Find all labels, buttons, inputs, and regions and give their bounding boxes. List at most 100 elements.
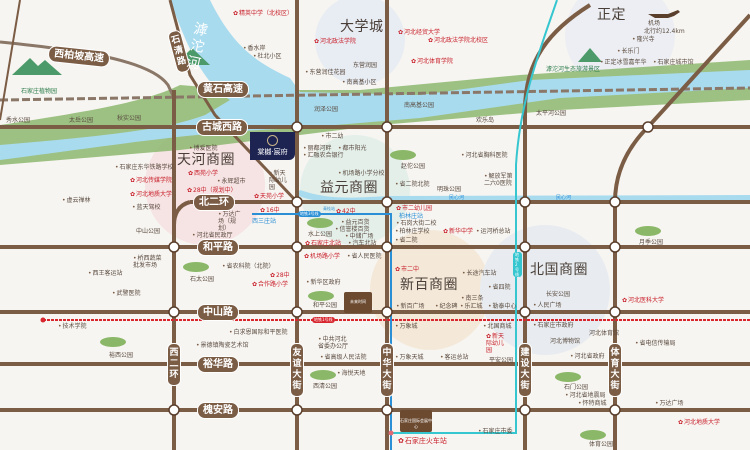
poi-label[interactable]: 南高基小区 <box>342 79 377 86</box>
poi-label[interactable]: 新天际幼儿园 <box>269 170 289 191</box>
poi-label[interactable]: 机场路小学分校 <box>338 170 385 177</box>
poi-label[interactable]: 中山公园 <box>136 228 161 235</box>
poi-label[interactable]: 正定冰雪嘉年华 <box>600 59 647 66</box>
poi-label[interactable]: 机场路小学 <box>304 253 340 260</box>
poi-label[interactable]: 润泽公园 <box>314 106 339 113</box>
poi-label[interactable]: 万象天城 <box>395 354 424 361</box>
poi-label[interactable]: 益元百货 <box>341 219 370 226</box>
poi-label[interactable]: 新华区政府 <box>306 279 341 286</box>
poi-label[interactable]: 28中 <box>270 272 290 279</box>
poi-label[interactable]: 解放军第二六0医院 <box>484 173 514 187</box>
poi-label[interactable]: 景德镇陶瓷艺术馆 <box>196 342 249 349</box>
poi-label[interactable]: 北国商城 <box>483 323 512 330</box>
poi-label[interactable]: 杜北小区 <box>253 53 282 60</box>
poi-label[interactable]: 东营润园 <box>353 62 378 69</box>
poi-label[interactable]: 技术学院 <box>58 323 87 330</box>
poi-label[interactable]: 西王客运站 <box>88 270 123 277</box>
poi-label[interactable]: 隆兴寺 <box>632 36 655 43</box>
poi-label[interactable]: 南高基公园 <box>404 102 435 109</box>
poi-label[interactable]: 河北经贸大学 <box>398 29 440 36</box>
poi-label[interactable]: 信誉楼百货 <box>335 226 370 233</box>
poi-label[interactable]: 虚云禅林 <box>62 197 91 204</box>
poi-label[interactable]: 香水岸 <box>243 45 266 52</box>
poi-label[interactable]: 省人民医院 <box>347 253 382 260</box>
poi-label[interactable]: 新华中学 <box>443 228 473 235</box>
poi-label[interactable]: 桥西蔬菜批发市场 <box>133 255 163 269</box>
poi-label[interactable]: 武警医院 <box>112 290 141 297</box>
poi-label[interactable]: 欢乐岛 <box>476 117 495 124</box>
poi-label[interactable]: 石家庄市委 <box>478 428 513 435</box>
poi-label[interactable]: 万象城 <box>395 323 418 330</box>
poi-label[interactable]: 石家庄植物园 <box>21 88 58 95</box>
poi-label[interactable]: 市二幼儿园 <box>396 205 432 212</box>
poi-label[interactable]: 客运总站 <box>440 354 469 361</box>
project-marker[interactable]: 棠樾·宸府 <box>250 132 295 160</box>
poi-label[interactable]: 省高级人民法院 <box>320 354 367 361</box>
poi-label[interactable]: 长安公园 <box>546 291 571 298</box>
poi-label[interactable]: 天苑小学 <box>254 193 284 200</box>
poi-label[interactable]: 河北省地震局 <box>565 392 606 399</box>
poi-label[interactable]: 合作路小学 <box>252 281 288 288</box>
poi-label[interactable]: 体育公园 <box>589 441 614 448</box>
poi-label[interactable]: 石家庄北站 <box>305 240 341 247</box>
poi-label[interactable]: 裕西公园 <box>109 352 134 359</box>
poi-label[interactable]: 明珠公园 <box>437 186 462 193</box>
poi-label[interactable]: 河北省民政厅 <box>192 232 233 239</box>
poi-label[interactable]: 石家庄市政府 <box>533 322 574 329</box>
poi-label[interactable]: 海悦天地 <box>337 370 366 377</box>
poi-label[interactable]: 博爱医院 <box>189 145 218 152</box>
poi-label[interactable]: 河北体育学院 <box>411 58 453 65</box>
poi-label[interactable]: 柏林庄学校 <box>395 228 430 235</box>
poi-label[interactable]: 都市阳光 <box>338 145 367 152</box>
poi-label[interactable]: 16中 <box>260 207 280 214</box>
poi-label[interactable]: 长乐门 <box>617 48 640 55</box>
poi-label[interactable]: 南三条 <box>461 295 484 302</box>
poi-label[interactable]: 新百广场 <box>396 303 425 310</box>
poi-label[interactable]: 白求恩国际和平医院 <box>229 329 288 336</box>
poi-label[interactable]: 怀特商城 <box>578 400 607 407</box>
poi-label[interactable]: 石家庄城市馆 <box>653 59 694 66</box>
poi-label[interactable]: 石家庄火车站 <box>398 438 447 445</box>
poi-label[interactable]: 和平公园 <box>313 302 338 309</box>
poi-label[interactable]: 石太公园 <box>190 276 215 283</box>
poi-label[interactable]: 西三庄站 <box>252 218 277 225</box>
poi-label[interactable]: 28中（规划中） <box>187 187 237 194</box>
poi-label[interactable]: 河北地质大学 <box>130 191 172 198</box>
poi-label[interactable]: 市二幼 <box>321 133 344 140</box>
poi-label[interactable]: 西清公园 <box>313 383 338 390</box>
poi-label[interactable]: 河北政法学院 <box>314 38 356 45</box>
poi-label[interactable]: 月季公园 <box>639 239 664 246</box>
poi-label[interactable]: 万达广场（规划） <box>218 211 244 232</box>
poi-label[interactable]: 河北省胸科医院 <box>461 152 508 159</box>
poi-label[interactable]: 汽车北站 <box>348 240 377 247</box>
poi-label[interactable]: 河北传媒学院 <box>130 177 172 184</box>
poi-label[interactable]: 省电信传输局 <box>635 340 676 347</box>
poi-label[interactable]: 42中 <box>336 208 356 215</box>
poi-label[interactable]: 柏林庄站 <box>399 213 424 220</box>
poi-label[interactable]: 中共河北省委办公厅 <box>318 336 352 350</box>
poi-label[interactable]: 新天际幼儿园 <box>486 333 508 354</box>
poi-label[interactable]: 石门公园 <box>564 384 589 391</box>
poi-label[interactable]: 勒泰中心 <box>488 303 517 310</box>
poi-label[interactable]: 滹沱河生态旅游景区 <box>546 66 601 73</box>
poi-label[interactable]: 西苑小学 <box>188 170 218 177</box>
poi-label[interactable]: 东营润佳花园 <box>305 69 346 76</box>
poi-label[interactable]: 省四院 <box>488 284 511 291</box>
poi-label[interactable]: 省农科院（北院） <box>222 263 275 270</box>
poi-label[interactable]: 蓝天驾校 <box>132 204 161 211</box>
poi-label[interactable]: 长途汽车站 <box>462 270 497 277</box>
poi-label[interactable]: 河北地质大学 <box>678 419 720 426</box>
poi-label[interactable]: 中储广场 <box>345 233 374 240</box>
poi-label[interactable]: 万达广场 <box>655 400 684 407</box>
poi-label[interactable]: 河北博物馆 <box>550 338 581 345</box>
poi-label[interactable]: 永辉超市 <box>217 178 246 185</box>
poi-label[interactable]: 石岗大街二校 <box>396 220 437 227</box>
poi-label[interactable]: 平安公园 <box>489 357 514 364</box>
poi-label[interactable]: 石家庄东华铁路学校 <box>115 164 174 171</box>
poi-label[interactable]: 省二院北院 <box>395 181 430 188</box>
poi-label[interactable]: 太岳公园 <box>69 117 94 124</box>
poi-label[interactable]: 河北省政府 <box>570 353 605 360</box>
poi-label[interactable]: 秀水公园 <box>6 117 31 124</box>
poi-label[interactable]: 人民广场 <box>533 302 562 309</box>
